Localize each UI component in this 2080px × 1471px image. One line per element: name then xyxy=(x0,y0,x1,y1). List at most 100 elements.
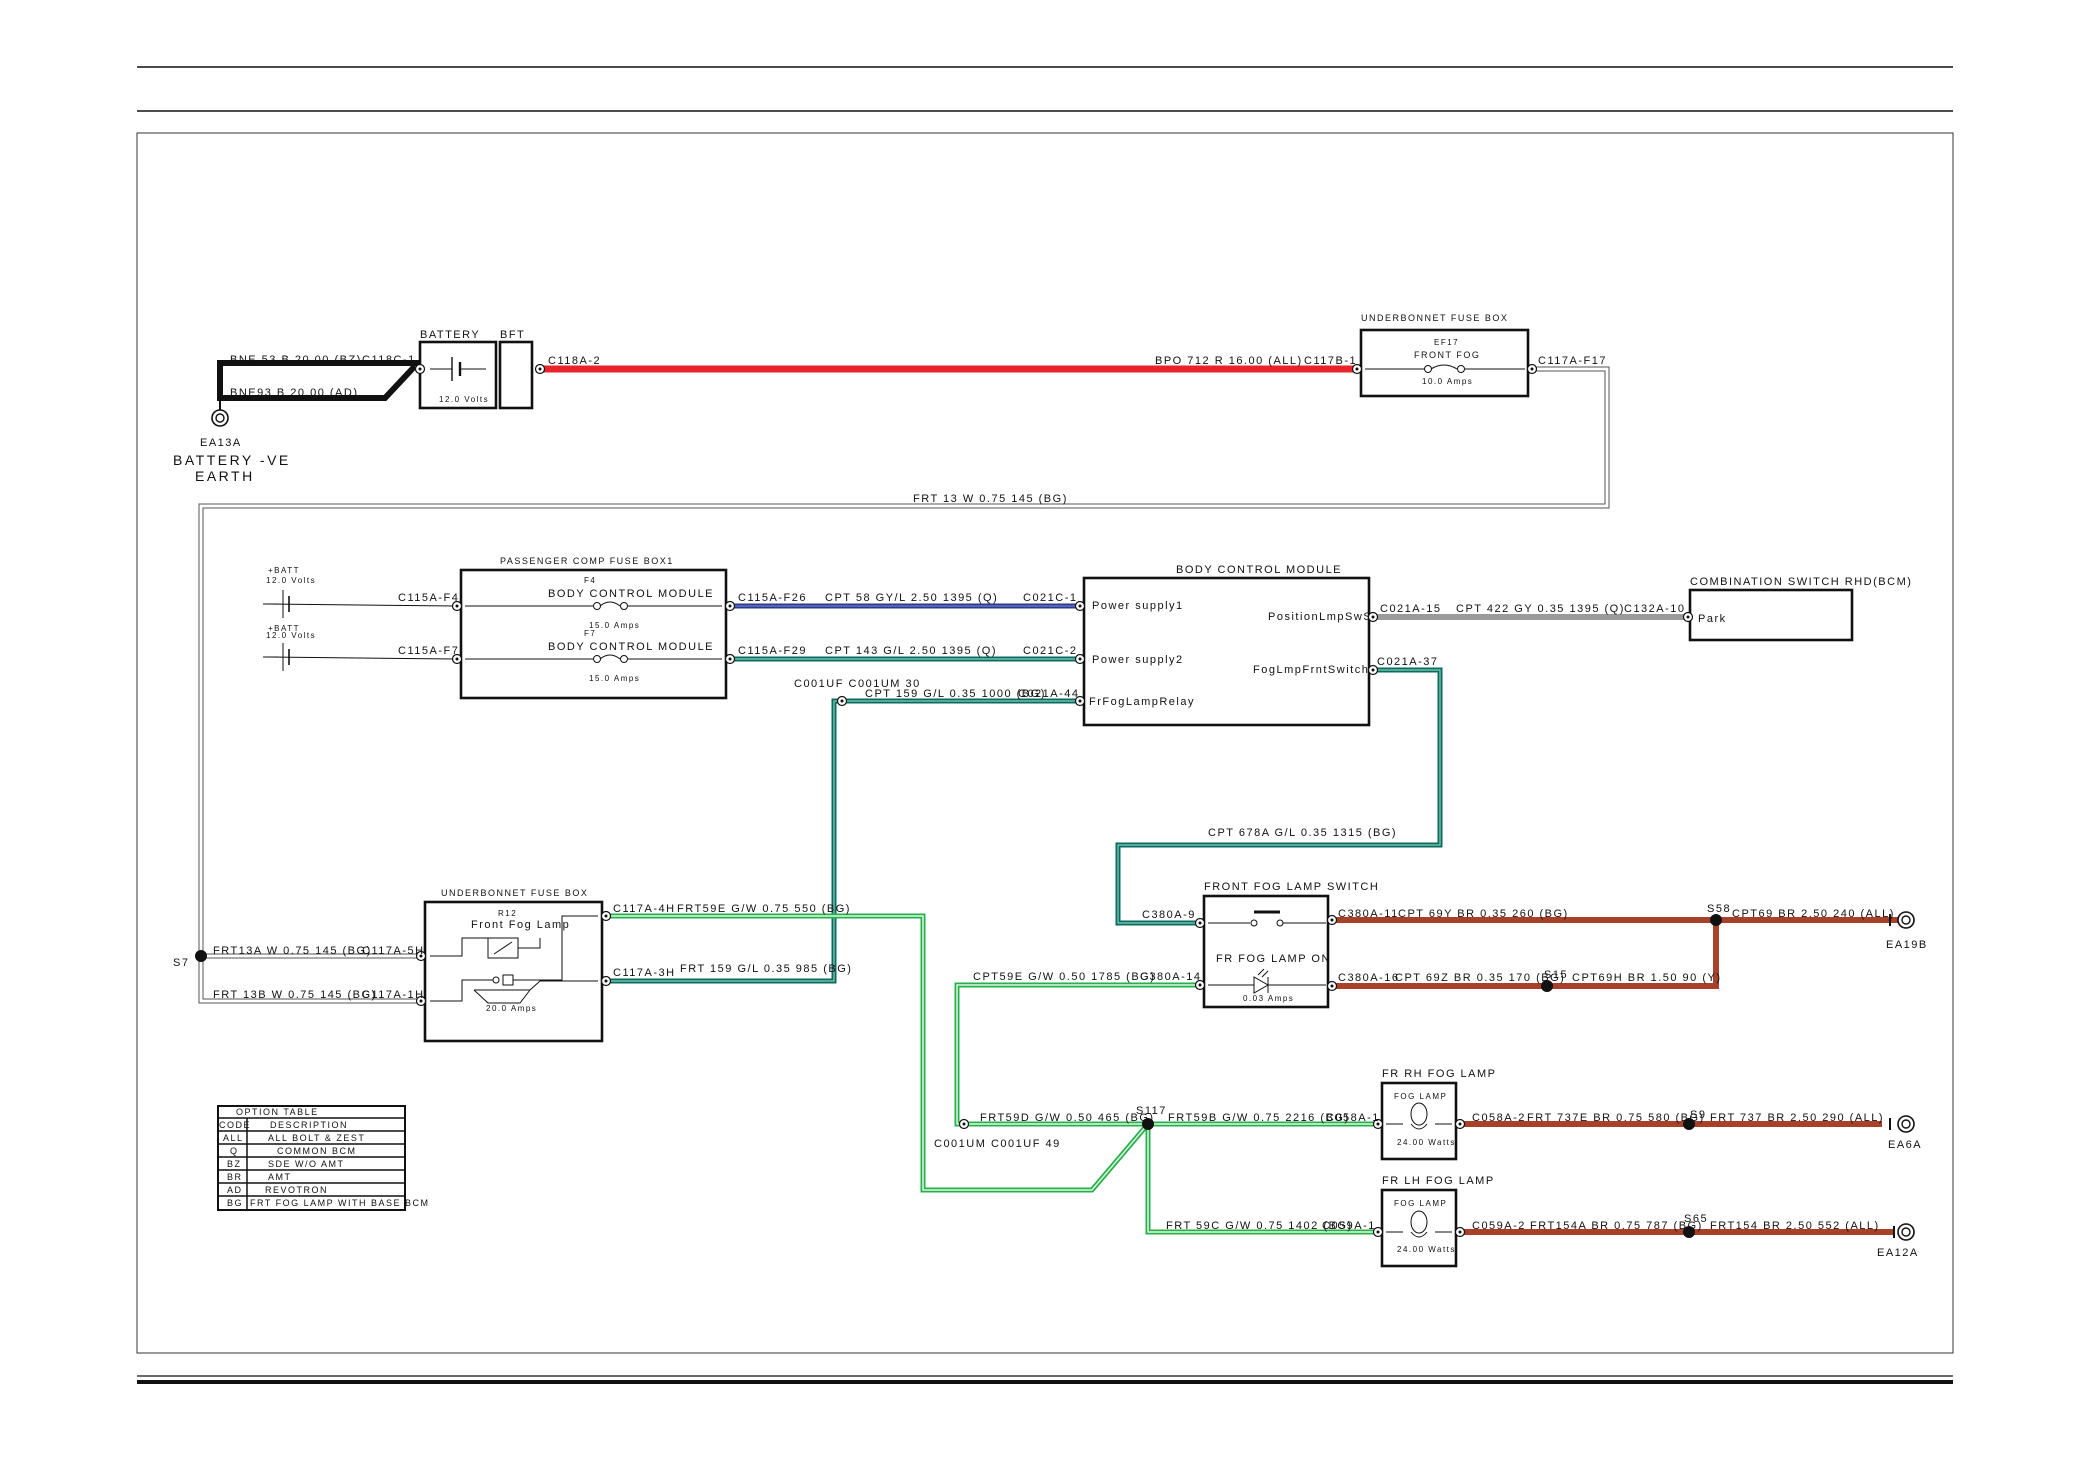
wire-label: C380A-11 xyxy=(1338,908,1399,920)
wire-label: BNE93 B 20.00 (AD) xyxy=(230,387,359,399)
wire-label: FRT 737 BR 2.50 290 (ALL) xyxy=(1710,1112,1884,1124)
wire-label: S9 xyxy=(1690,1109,1706,1121)
wire-label: S65 xyxy=(1684,1213,1708,1225)
wire-label: C115A-F7 xyxy=(398,645,459,657)
wire-label: C117A-3H xyxy=(613,967,676,979)
earth-name-2: EARTH xyxy=(195,468,255,484)
wire-label: CPT 422 GY 0.35 1395 (Q) xyxy=(1456,603,1625,615)
option-table: OPTION TABLE CODE DESCRIPTION ALL ALL BO… xyxy=(217,1105,430,1211)
wire-label: FRT59D G/W 0.50 465 (BG) xyxy=(980,1112,1155,1124)
splice-s9 xyxy=(1683,1118,1695,1130)
fuse-f7-id: F7 xyxy=(584,629,596,638)
wire-label: CPT69H BR 1.50 90 (Y) xyxy=(1572,972,1722,984)
batt2-volts: 12.0 Volts xyxy=(266,631,316,640)
wire-label: S117 xyxy=(1136,1105,1167,1117)
relay-id: R12 xyxy=(498,909,517,918)
wire-brown-group xyxy=(1334,917,1900,1235)
fog-switch-label: FR FOG LAMP ON xyxy=(1216,953,1331,965)
wire-label: C115A-F4 xyxy=(398,592,459,604)
body-control-module xyxy=(1082,576,1371,727)
batt2-label: +BATT xyxy=(268,624,300,633)
splice-s117 xyxy=(1142,1118,1154,1130)
led-indicator-icon xyxy=(1208,968,1326,994)
wire-label: C021C-2 xyxy=(1023,645,1078,657)
wire-label: FRT13A W 0.75 145 (BG) xyxy=(213,945,372,957)
wire-labels: BNE 53 B 20.00 (BZ) C118C-1 BNE93 B 20.0… xyxy=(173,354,1926,1259)
option-table-title: OPTION TABLE xyxy=(236,1107,319,1117)
wire-label: C115A-F29 xyxy=(738,645,807,657)
lh-lamp-title: FR LH FOG LAMP xyxy=(1382,1175,1495,1187)
lamp-icon xyxy=(1386,1102,1452,1130)
fuse-f7-name: BODY CONTROL MODULE xyxy=(548,641,714,653)
earth-icon xyxy=(1897,1223,1915,1241)
wire-frt159 xyxy=(608,698,838,984)
option-code: Q xyxy=(230,1146,239,1156)
bft-box xyxy=(498,340,534,410)
wire-label: S58 xyxy=(1707,903,1731,915)
wire-label: C021A-37 xyxy=(1377,656,1439,668)
wire-label: C021A-15 xyxy=(1380,603,1442,615)
earth-id: EA13A xyxy=(200,437,242,449)
option-code: BZ xyxy=(227,1159,242,1169)
rh-lamp-label: FOG LAMP xyxy=(1394,1092,1447,1101)
earth-icon xyxy=(211,409,229,427)
wire-label: C115A-F26 xyxy=(738,592,807,604)
wire-label: FRT59B G/W 0.75 2216 (BG) xyxy=(1168,1112,1350,1124)
wire-label: S15 xyxy=(1544,969,1568,981)
wire-label: CPT 69Z BR 0.35 170 (BG) xyxy=(1395,972,1565,984)
wire-label: FRT 59C G/W 0.75 1402 (BG) xyxy=(1166,1220,1353,1232)
wire-label: FRT 159 G/L 0.35 985 (BG) xyxy=(680,963,852,975)
passenger-fusebox-title: PASSENGER COMP FUSE BOX1 xyxy=(500,556,674,566)
underbonnet-relay-title: UNDERBONNET FUSE BOX xyxy=(441,888,588,898)
option-desc: ALL BOLT & ZEST xyxy=(268,1133,365,1143)
fuse-icon xyxy=(1365,364,1525,373)
wire-label: CPT69 BR 2.50 240 (ALL) xyxy=(1732,908,1895,920)
fuse-f4-id: F4 xyxy=(584,576,596,585)
terminal xyxy=(414,363,426,375)
wire-batt1 xyxy=(267,603,456,607)
relay-rating: 20.0 Amps xyxy=(486,1004,537,1013)
option-code: BG xyxy=(227,1198,243,1208)
wire-label: C117A-4H xyxy=(613,903,676,915)
option-header-desc: DESCRIPTION xyxy=(270,1120,348,1130)
wire-label: CPT 678A G/L 0.35 1315 (BG) xyxy=(1208,827,1397,839)
terminal xyxy=(534,363,546,375)
underbonnet-relay-box xyxy=(423,900,604,1043)
wire-label: C117A-1H xyxy=(362,989,425,1001)
option-desc: FRT FOG LAMP WITH BASE BCM xyxy=(250,1198,430,1208)
battery-label: BATTERY xyxy=(420,329,480,341)
wire-label: C058A-2 xyxy=(1472,1112,1526,1124)
bcm-title: BODY CONTROL MODULE xyxy=(1176,564,1342,576)
wire-label: FRT59E G/W 0.75 550 (BG) xyxy=(677,903,851,915)
fuse-f4-name: BODY CONTROL MODULE xyxy=(548,588,714,600)
wire-label: C117A-5H xyxy=(362,945,425,957)
wire-label: CPT 69Y BR 0.35 260 (BG) xyxy=(1398,908,1569,920)
wire-label: CPT59E G/W 0.50 1785 (BG) xyxy=(973,971,1155,983)
batt1-label: +BATT xyxy=(268,566,300,575)
rh-lamp-watts: 24.00 Watts xyxy=(1397,1138,1456,1147)
wire-label: CPT 159 G/L 0.35 1000 (BG) xyxy=(865,688,1046,700)
splice-s15 xyxy=(1541,980,1553,992)
fog-lamp-switch xyxy=(1202,894,1330,1009)
wire-label: C001UF C001UM 30 xyxy=(794,678,921,690)
option-desc: AMT xyxy=(268,1172,292,1182)
earth-icon xyxy=(1897,1115,1915,1133)
option-code: AD xyxy=(227,1185,243,1195)
fuse-ef17-rating: 10.0 Amps xyxy=(1422,377,1473,386)
wire-label: BPO 712 R 16.00 (ALL) xyxy=(1155,355,1303,367)
wire-label: C001UM C001UF 49 xyxy=(934,1138,1061,1150)
combination-switch xyxy=(1688,588,1854,642)
wire-label: FRT 13 W 0.75 145 (BG) xyxy=(913,493,1068,505)
option-desc: COMMON BCM xyxy=(277,1146,357,1156)
wire-frt13b xyxy=(199,956,422,1003)
earth-name-1: BATTERY -VE xyxy=(173,452,291,468)
wire-label: C117B-1 xyxy=(1304,355,1357,367)
wire-label: C380A-9 xyxy=(1142,909,1196,921)
switch-icon xyxy=(1208,910,1326,927)
wire-label: CPT 143 G/L 2.50 1395 (Q) xyxy=(825,645,997,657)
bcm-pin-power2: Power supply2 xyxy=(1092,654,1184,666)
wire-label: C132A-10 xyxy=(1624,603,1686,615)
wire-label: C117A-F17 xyxy=(1538,355,1607,367)
wire-label: FRT 13B W 0.75 145 (BG) xyxy=(213,989,377,1001)
wire-label: C021A-44 xyxy=(1018,688,1080,700)
